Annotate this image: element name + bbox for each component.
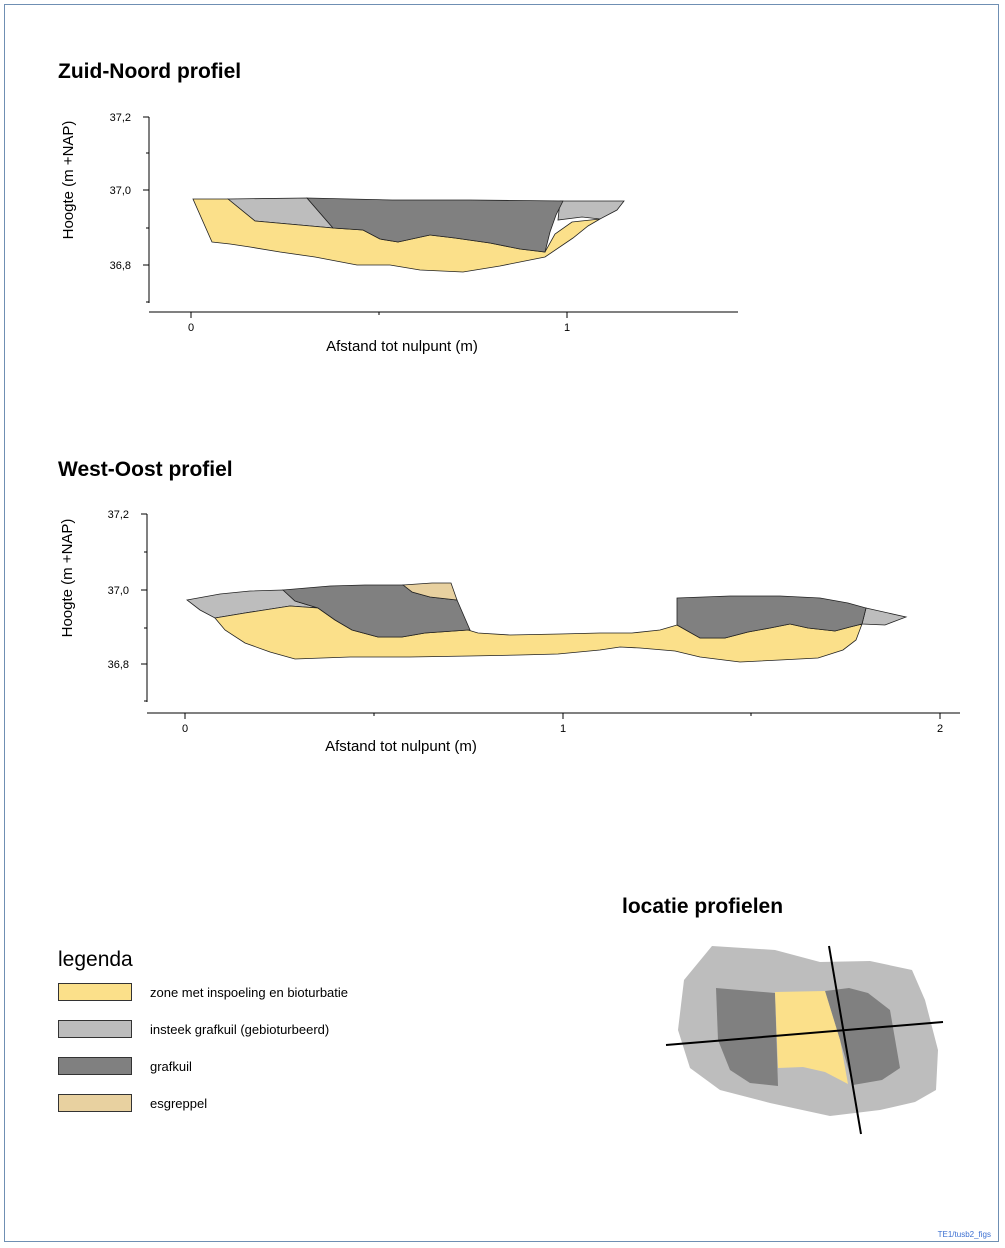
west-oost-y-axis-title: Hoogte (m +NAP) [59,519,76,638]
y-tick-label: 36,8 [110,260,131,272]
location-profile-line-zuid-noord [828,945,862,1135]
y-tick-label: 37,2 [108,509,129,521]
legend-label: insteek grafkuil (gebioturbeerd) [150,1022,330,1037]
x-tick-label: 1 [560,723,566,735]
west-oost-x-axis [147,712,960,719]
location-grafkuil-area [825,988,900,1085]
west-oost-grafkuil-layer [282,584,471,638]
legend-swatch [58,1094,132,1112]
zuid-noord-profile-chart: 37,2 37,0 36,8 0 1 Afstand tot nulpunt (… [60,112,738,355]
legend-label: grafkuil [150,1059,192,1074]
west-oost-x-axis-title: Afstand tot nulpunt (m) [325,738,477,755]
west-oost-grafkuil-layer [676,595,867,639]
legend-title: legenda [58,948,133,971]
location-grafkuil-area [716,988,778,1086]
y-tick-label: 37,0 [110,185,131,197]
location-title: locatie profielen [622,895,784,918]
x-tick-label: 0 [188,322,194,334]
y-tick-label: 36,8 [108,659,129,671]
zuid-noord-x-axis [149,311,738,318]
zuid-noord-grafkuil-layer [306,197,564,253]
legend-swatch [58,983,132,1001]
location-map [665,945,944,1135]
y-tick-label: 37,2 [110,112,131,124]
west-oost-title: West-Oost profiel [58,458,233,481]
location-inspoeling-area [775,991,848,1084]
west-oost-profile-chart: 37,2 37,0 36,8 0 1 2 Afstand tot nulpunt… [59,509,960,755]
legend-label: zone met inspoeling en bioturbatie [150,985,349,1000]
west-oost-esgreppel-layer [401,582,458,601]
zuid-noord-y-axis [143,116,150,303]
zuid-noord-title: Zuid-Noord profiel [58,60,242,83]
zuid-noord-x-axis-title: Afstand tot nulpunt (m) [326,338,478,355]
legend-swatch [58,1057,132,1075]
zuid-noord-y-axis-title: Hoogte (m +NAP) [60,121,77,240]
zuid-noord-insteek-layer [557,200,625,221]
x-tick-label: 1 [564,322,570,334]
y-tick-label: 37,0 [108,585,129,597]
legend-swatch [58,1020,132,1038]
figure-frame [4,4,999,1242]
west-oost-insteek-layer [861,607,908,626]
x-tick-label: 2 [937,723,943,735]
location-profile-line-west-oost [665,1021,944,1046]
west-oost-y-axis [141,513,148,702]
legend-label: esgreppel [150,1096,208,1111]
figure-code: TE1/tusb2_figs [937,1230,991,1239]
x-tick-label: 0 [182,723,188,735]
